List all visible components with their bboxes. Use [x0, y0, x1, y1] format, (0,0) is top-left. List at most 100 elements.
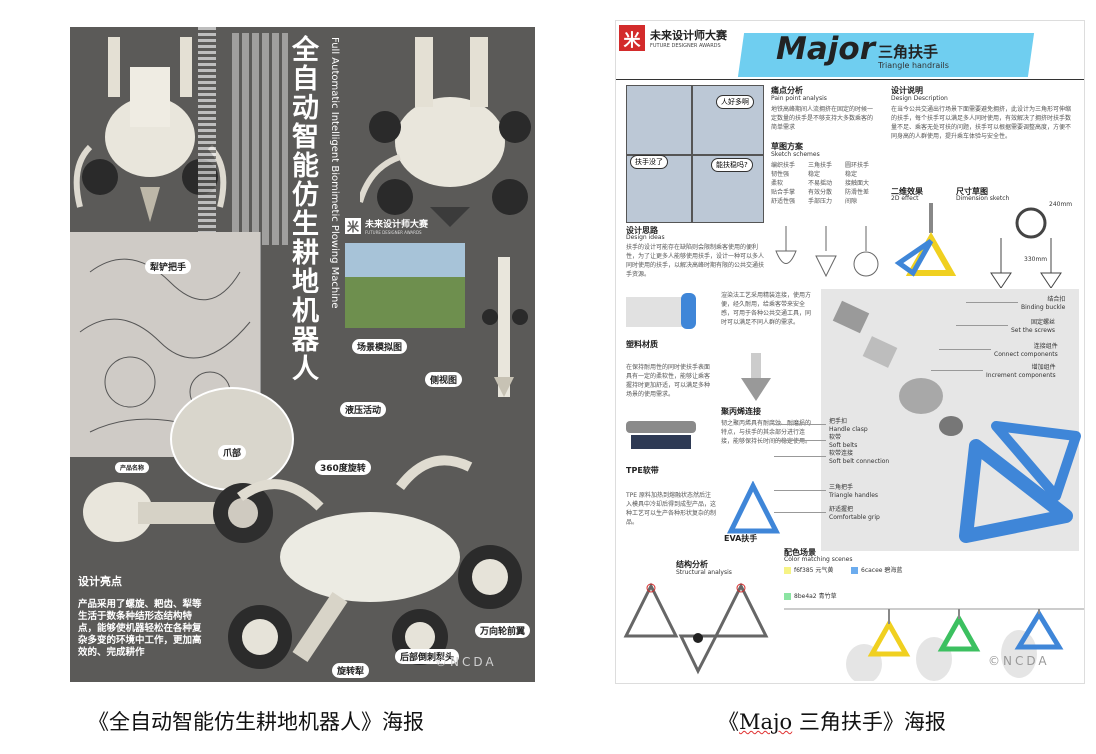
robot-render-main: [228, 455, 522, 669]
design-highlights-text: 产品采用了螺旋、耙齿、犁等生活于数条种结形态结构特点，能够使机器轻松在各种复杂多…: [78, 599, 202, 658]
poster-title-cn: 三角扶手: [878, 43, 939, 61]
color-scene-render: [784, 608, 1084, 681]
design-highlights-heading: 设计亮点: [78, 575, 122, 588]
material3-text: 韧之聚丙烯具有耐腐蚀、耐磨损的特点，与扶手的其余部分进行连接，能够保持长时间的稳…: [721, 420, 812, 445]
poster-plowing-robot: 全自动智能仿生耕地机器人 Full Automatic Intelligent …: [70, 27, 535, 682]
dim-240: 240mm: [1049, 201, 1073, 208]
material2-text: 在保持耐用性的同时使扶手表面具有一定的柔软性，能够让乘客握持时更加舒适，可以满足…: [626, 364, 711, 398]
structure-diagram: [623, 582, 769, 675]
dim-330: 330mm: [1024, 256, 1048, 263]
logo-mark-icon: 米: [619, 25, 645, 51]
divider: [616, 79, 1084, 80]
comic-panel: [626, 85, 692, 155]
spec-text-block: [198, 27, 216, 237]
speech-bubble: 扶手没了: [630, 155, 668, 169]
label-plow-handle: 犁铲把手: [145, 259, 192, 274]
material4-title: TPE软带: [626, 466, 659, 475]
struct-en: Structural analysis: [676, 569, 732, 576]
speech-bubble: 人好多啊: [716, 95, 754, 109]
exploded-view-render: [832, 300, 1081, 543]
eva-handle-image: [726, 481, 781, 534]
idea-text: 扶手的设计可能存在缺陷则会限制乘客使用的便利性，为了让更多人能够使用扶手，设计一…: [626, 244, 765, 278]
caption-right: 《Majo 三角扶手》海报: [718, 710, 946, 734]
polypropylene-part: [741, 353, 771, 401]
idea-title: 设计思路: [626, 226, 658, 235]
watermark: ©NCDA: [435, 655, 497, 669]
robot-side-view: [482, 257, 528, 397]
struct-title: 结构分析: [676, 560, 708, 569]
swatch-label: 6cacee 碧海蓝: [861, 567, 903, 574]
sketch-col: 编织扶手 韧性强 柔软 贴合手掌 舒适性强: [771, 162, 796, 205]
handle-sketches: [775, 226, 879, 278]
eva-label: EVA扶手: [724, 534, 758, 543]
logo-mark-icon: 米: [345, 218, 361, 234]
material4-text: TPE 原料加热到熔融状态然后注入模具中冷却后得到成型产品，这种工艺可以生产各种…: [626, 492, 717, 526]
spiral-plow-component: [83, 482, 273, 543]
label-side-view: 侧视图: [425, 372, 463, 387]
material3-title: 聚丙烯连接: [721, 407, 761, 416]
sketch-en: Sketch schemes: [771, 151, 820, 158]
color-title: 配色场景: [784, 548, 816, 557]
swatch-label: f6f385 元气黄: [794, 567, 834, 574]
speech-bubble: 能扶稳吗?: [711, 158, 753, 172]
material-plastic-image: [626, 293, 696, 329]
poster-title-cn: 全自动智能仿生耕地机器人: [287, 35, 318, 383]
logo-text-en: FUTURE DESIGNER AWARDS: [650, 43, 721, 49]
sketch-col: 三角扶手 稳定 不易摇动 有效分散 手部压力: [808, 162, 833, 205]
competition-logo: 米 未来设计师大赛 FUTURE DESIGNER AWARDS: [619, 25, 727, 51]
label-spiral-plow: 旋转犁: [332, 663, 370, 678]
sketch-col: 圆环扶手 稳定 接触面大 防滑性差 间隙: [845, 162, 870, 205]
color-en: Color matching scenes: [784, 556, 853, 563]
swatch-label: 8be4a2 青竹草: [794, 593, 837, 600]
logo-text-cn: 未来设计师大赛: [365, 220, 429, 230]
watermark: ©NCDA: [988, 654, 1050, 668]
effect-en: 2D effect: [891, 195, 919, 202]
design-title: 设计说明: [891, 86, 923, 95]
dim-title: 尺寸草图: [956, 187, 988, 196]
effect-render: [894, 203, 1062, 288]
label-steering-front: 万向轮前翼: [475, 623, 531, 638]
misspelled-word: Majo: [739, 710, 793, 734]
pain-en: Pain point analysis: [771, 95, 827, 102]
design-text: 在当今公共交通出行场景下面需要避免拥挤，此设计为三角形可伸缩的扶手，每个扶手可以…: [891, 106, 1072, 140]
pain-text: 地铁高峰期间人流拥挤在固定的时候一定数量的扶手是不够支持大多数乘客的简单需求: [771, 106, 874, 131]
label-scene: 场景模拟图: [352, 339, 408, 354]
label-rear-plow: 后部倒刺犁头: [395, 649, 460, 664]
material1-text: 渲染法工艺采用精装连接，使用方便，经久耐用，给乘客带来安全感，可用于各种公共交通…: [721, 292, 812, 326]
poster-title-major: Major: [776, 31, 875, 67]
poster-title-en: Triangle handrails: [878, 61, 949, 70]
competition-logo: 米 未来设计师大赛 FUTURE DESIGNER AWARDS: [345, 217, 428, 235]
material1-title: 塑料材质: [626, 340, 658, 349]
swatch-blue: [851, 567, 858, 574]
effect-title: 二维效果: [891, 187, 923, 196]
pain-title: 痛点分析: [771, 86, 803, 95]
spec-text-block: [232, 33, 288, 245]
idea-en: Design ideas: [626, 234, 665, 241]
design-en: Design Description: [891, 95, 948, 102]
tpe-band-image: [626, 421, 696, 449]
sketch-title: 草图方案: [771, 142, 803, 151]
swatch-yellow: [784, 567, 791, 574]
label-claw: 爪部: [218, 445, 247, 460]
logo-text-cn: 未来设计师大赛: [650, 29, 727, 42]
dim-en: Dimension sketch: [956, 195, 1010, 202]
robot-render-top: [360, 37, 531, 227]
scene-simulation-image: [345, 243, 465, 328]
label-rotate360: 360度旋转: [315, 460, 371, 475]
label-hydraulic: 液压活动: [340, 402, 387, 417]
poster-triangle-handrail: 米 未来设计师大赛 FUTURE DESIGNER AWARDS Major 三…: [615, 20, 1085, 684]
poster-title-en: Full Automatic Intelligent Biomimetic Pl…: [329, 37, 340, 309]
logo-text-en: FUTURE DESIGNER AWARDS: [365, 230, 422, 235]
swatch-green: [784, 593, 791, 600]
label-product-name: 产品名称: [115, 462, 150, 473]
caption-left: 《全自动智能仿生耕地机器人》海报: [88, 710, 424, 734]
